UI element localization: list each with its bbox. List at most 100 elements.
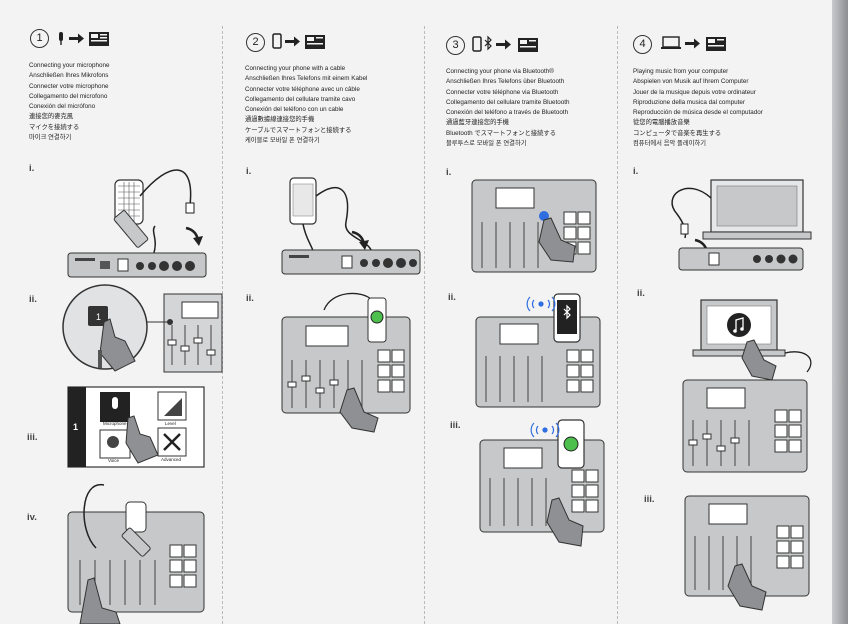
laptop-playing-music [692, 299, 812, 381]
menu-channel-number: 1 [73, 422, 79, 432]
substep-label: iv. [27, 512, 37, 523]
menu-item-voice: Voice [108, 458, 120, 463]
step-number: 2 [246, 33, 265, 52]
bluetooth-icon [484, 35, 492, 51]
svg-text:1: 1 [96, 312, 101, 322]
instruction-text: 케이블로 모바일 폰 연결하기 [245, 137, 320, 145]
instruction-text: 連接您的麥克風 [29, 113, 74, 121]
instruction-text: Connecting your microphone [29, 62, 110, 69]
menu-item-microphone: Microphone [103, 421, 127, 426]
instruction-text: Connecter votre microphone [29, 82, 109, 90]
instruction-text: Connecter votre téléphone avec un câble [245, 85, 360, 93]
instruction-list: Connecting your phone via Bluetooth® Ans… [446, 67, 570, 149]
instruction-text: 通過數據線連接您的手機 [245, 116, 315, 124]
substep-label: iii. [450, 420, 461, 431]
substep-label: ii. [246, 293, 254, 304]
instruction-text: Riproduzione della musica dal computer [633, 98, 746, 106]
step-number: 3 [446, 36, 465, 55]
step-number: 1 [30, 29, 49, 48]
column-divider [424, 26, 425, 624]
instruction-text: Collegamento del cellulare tramite cavo [245, 95, 356, 103]
rodecaster-icon [518, 38, 538, 52]
step-header-icons [59, 32, 109, 46]
device-bluetooth-pairing [475, 293, 601, 408]
step-header-icons [272, 33, 325, 49]
menu-item-level: Level [165, 421, 176, 426]
rodecaster-icon [89, 32, 109, 46]
instruction-text: マイクを接続する [29, 123, 80, 131]
arrow-right-icon [285, 36, 300, 47]
instruction-text: Connecting your phone via Bluetooth® [446, 68, 554, 75]
device-bluetooth-connected [479, 419, 605, 547]
illustration-column-1: 1 [62, 169, 223, 624]
substep-label: ii. [29, 294, 37, 305]
device-top-view [471, 179, 597, 273]
step-header-icons [472, 35, 538, 52]
microphone-icon [59, 32, 63, 45]
instruction-text: Bluetooth でスマートフォンと接続する [446, 129, 557, 137]
instruction-text: 從您的電腦播放音樂 [633, 119, 690, 127]
device-with-mic [67, 484, 205, 624]
illustration-column-2 [281, 177, 421, 433]
phone-icon [272, 33, 282, 49]
menu-item-advanced: Advanced [161, 457, 182, 462]
instruction-text: Abspielen von Musik auf Ihrem Computer [633, 78, 749, 86]
instruction-list: Connecting your phone with a cable Ansch… [245, 64, 367, 146]
device-top-view [281, 292, 411, 433]
page-edge [832, 0, 848, 624]
substep-label: i. [633, 166, 639, 177]
device-rear-panel [281, 249, 421, 275]
substep-label: iii. [27, 432, 38, 443]
arrow-right-icon [69, 33, 84, 44]
instruction-list: Playing music from your computer Abspiel… [633, 67, 763, 149]
device-volume-adjust [684, 495, 810, 611]
arrow-right-icon [496, 39, 511, 50]
instruction-text: ケーブルでスマートフォンと接続する [245, 126, 352, 134]
instruction-text: Reproducción de música desde el computad… [633, 109, 763, 117]
instruction-text: Conexión del teléfono a través de Blueto… [446, 109, 569, 117]
column-divider [617, 26, 618, 624]
step-column-1: 1 Connecting your microphone Anschließen… [0, 0, 223, 624]
substep-label: i. [246, 166, 252, 177]
rodecaster-icon [706, 37, 726, 51]
step-column-2: 2 Connecting your phone with a cable Ans… [222, 0, 424, 624]
instruction-text: 마이크 연결하기 [29, 134, 72, 142]
rodecaster-icon [305, 35, 325, 49]
substep-label: ii. [448, 292, 456, 303]
device-top-view [682, 379, 808, 473]
touchscreen-menu [67, 386, 205, 468]
substep-label: ii. [637, 288, 645, 299]
phone-cable-illustration [289, 177, 373, 255]
illustration-column-3 [471, 179, 605, 547]
instruction-text: Collegamento del microfono [29, 92, 108, 100]
instruction-text: Anschließen Ihres Telefons über Bluetoot… [446, 78, 565, 86]
instruction-text: Playing music from your computer [633, 68, 729, 75]
instruction-text: Connecting your phone with a cable [245, 65, 346, 72]
substep-label: i. [446, 167, 452, 178]
phone-icon [472, 36, 482, 52]
column-divider [222, 26, 223, 624]
step-column-3: 3 Connecting your phone via Bluetooth® A… [424, 0, 617, 624]
instruction-text: 通過藍牙連接您的手機 [446, 119, 509, 127]
step-number: 4 [633, 35, 652, 54]
instruction-text: Connecter votre téléphone via Bluetooth [446, 88, 559, 96]
instruction-text: コンピュータで音楽を再生する [633, 129, 722, 137]
instruction-text: Conexión del teléfono con un cable [245, 106, 344, 114]
substep-label: i. [29, 163, 35, 174]
instruction-text: Jouer de la musique depuis votre ordinat… [633, 88, 756, 96]
step-column-4: 4 Playing music from your computer Abspi… [617, 0, 832, 624]
illustration-column-4 [671, 179, 812, 611]
zoom-callout: 1 [62, 284, 223, 373]
substep-label: iii. [644, 494, 655, 505]
instruction-text: Anschließen Ihres Telefons mit einem Kab… [245, 75, 368, 83]
instruction-text: Collegamento del cellulare tramite Bluet… [446, 98, 570, 106]
laptop-usb-illustration [671, 179, 812, 271]
wireless-signal-icon [526, 296, 556, 312]
step-header-icons [661, 36, 726, 51]
instruction-text: Conexión del micrófono [29, 103, 96, 111]
device-rear-panel [67, 252, 207, 278]
arrow-right-icon [685, 38, 700, 49]
instruction-text: Anschließen Ihres Mikrofons [29, 72, 109, 80]
instruction-list: Connecting your microphone Anschließen I… [29, 61, 110, 143]
